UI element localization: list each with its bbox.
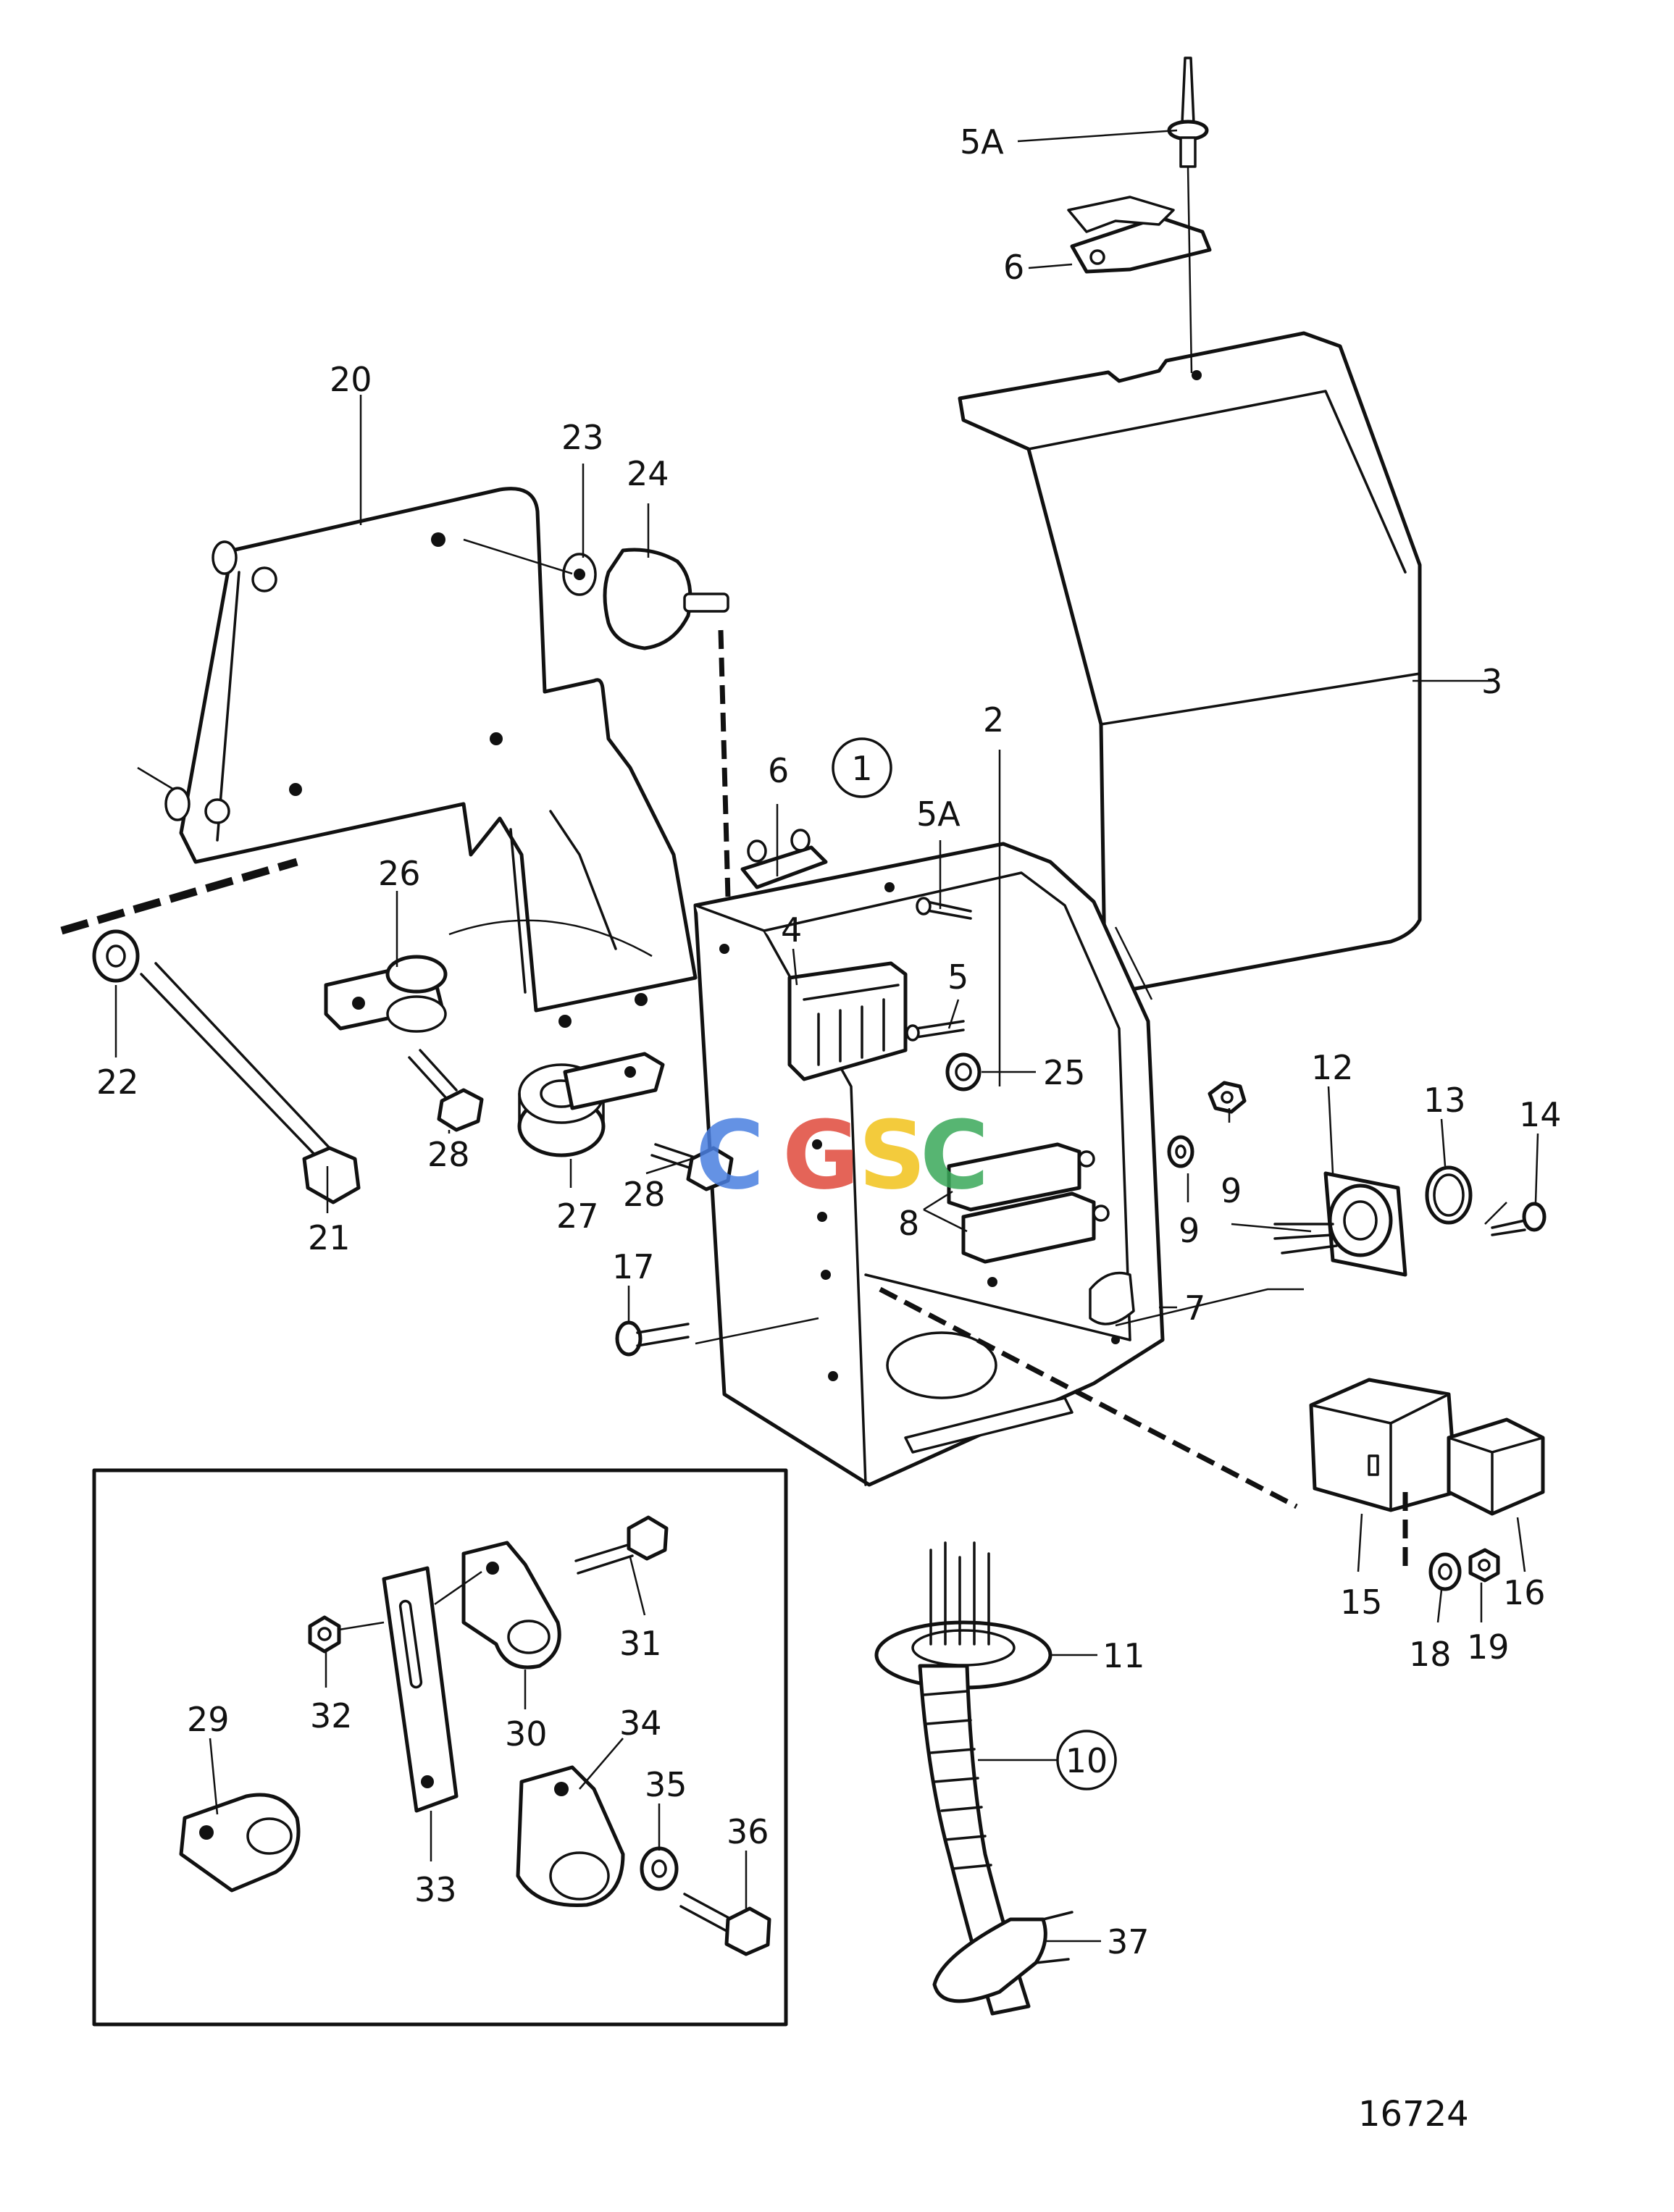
clamp-34 xyxy=(516,1765,625,1907)
watermark-letter-s: S xyxy=(858,1100,926,1210)
mounting-plate-20 xyxy=(164,487,698,1028)
label-4: 4 xyxy=(781,910,802,950)
label-22: 22 xyxy=(96,1063,139,1102)
label-19: 19 xyxy=(1467,1627,1510,1667)
label-16: 16 xyxy=(1503,1573,1546,1612)
label-6-mid: 6 xyxy=(768,751,789,790)
strap-33 xyxy=(382,1566,459,1813)
latch-6-top xyxy=(1067,196,1212,274)
label-5a-top: 5A xyxy=(960,122,1004,162)
part-labels: 5A 6 20 23 24 3 1 2 6 5A 4 5 25 26 22 28… xyxy=(96,122,1562,1961)
bolt-36 xyxy=(679,1893,771,1956)
relays-8 xyxy=(947,1142,1110,1264)
fuse-holder-15 xyxy=(1309,1378,1458,1512)
washer-35 xyxy=(640,1846,679,1891)
label-31: 31 xyxy=(619,1624,662,1663)
callout-circle-10 xyxy=(1056,1730,1117,1790)
screw-28-right xyxy=(650,1143,734,1191)
label-5: 5 xyxy=(947,958,968,997)
bolt-21 xyxy=(140,962,361,1205)
washer-18 xyxy=(1428,1552,1462,1591)
label-leaders xyxy=(114,129,1539,1943)
label-9-top: 9 xyxy=(1221,1171,1242,1210)
label-26: 26 xyxy=(378,854,421,893)
clamp-29 xyxy=(179,1793,301,1893)
screw-17 xyxy=(615,1320,690,1357)
relay-16 xyxy=(1447,1417,1545,1516)
nut-32 xyxy=(308,1615,341,1654)
label-13: 13 xyxy=(1423,1081,1466,1120)
label-7: 7 xyxy=(1184,1289,1205,1328)
washer-9-bottom xyxy=(1167,1135,1194,1168)
bolt-31 xyxy=(574,1515,669,1575)
clamp-plate-27 xyxy=(563,1052,665,1110)
label-8: 8 xyxy=(898,1204,919,1243)
label-29: 29 xyxy=(187,1700,230,1739)
drawing-number: 16724 xyxy=(1358,2094,1469,2135)
label-28-right: 28 xyxy=(623,1175,666,1214)
label-20: 20 xyxy=(330,360,372,399)
label-35: 35 xyxy=(645,1765,687,1804)
label-23: 23 xyxy=(561,418,604,457)
cover-3 xyxy=(958,331,1422,994)
connector-12 xyxy=(1273,1171,1407,1277)
label-14: 14 xyxy=(1519,1095,1562,1134)
cable-tie-37 xyxy=(932,1911,1074,2003)
inset-clamp-options xyxy=(92,1468,788,2027)
label-36: 36 xyxy=(727,1812,769,1851)
label-37: 37 xyxy=(1107,1922,1150,1961)
label-9-bottom: 9 xyxy=(1179,1211,1200,1250)
rivet-5a-mid xyxy=(916,897,972,920)
nut-19 xyxy=(1468,1548,1500,1583)
label-33: 33 xyxy=(414,1870,457,1909)
o-ring-13 xyxy=(1425,1165,1473,1225)
watermark: C G S C xyxy=(695,1100,989,1210)
watermark-letter-c1: C xyxy=(695,1100,764,1210)
washer-22 xyxy=(92,929,140,983)
label-2: 2 xyxy=(983,700,1004,740)
label-15: 15 xyxy=(1340,1583,1383,1622)
clamp-26 xyxy=(324,955,448,1033)
label-21: 21 xyxy=(308,1218,351,1257)
label-27: 27 xyxy=(556,1197,599,1236)
label-11: 11 xyxy=(1102,1636,1145,1675)
rivet-5a-top xyxy=(1167,56,1209,168)
label-1: 1 xyxy=(851,749,872,788)
label-3: 3 xyxy=(1481,662,1502,701)
label-6-top: 6 xyxy=(1003,248,1024,287)
grommet-25 xyxy=(945,1052,982,1092)
terminal-block-4 xyxy=(787,961,908,1081)
assembly-lines xyxy=(60,166,1507,1568)
nut-9-top xyxy=(1208,1081,1247,1114)
label-32: 32 xyxy=(310,1696,353,1735)
screw-5 xyxy=(905,1020,965,1042)
label-28-left: 28 xyxy=(427,1135,470,1174)
label-17: 17 xyxy=(612,1247,655,1286)
label-5a-mid: 5A xyxy=(916,795,961,834)
screw-14 xyxy=(1491,1202,1547,1236)
buffer-24 xyxy=(562,548,729,650)
label-30: 30 xyxy=(505,1714,548,1754)
label-10: 10 xyxy=(1066,1741,1108,1780)
label-18: 18 xyxy=(1409,1635,1452,1674)
label-25: 25 xyxy=(1043,1053,1086,1092)
watermark-letter-g: G xyxy=(782,1100,860,1210)
clamp-30 xyxy=(461,1541,561,1670)
label-12: 12 xyxy=(1311,1048,1354,1087)
label-24: 24 xyxy=(627,454,669,493)
label-34: 34 xyxy=(619,1704,662,1743)
latch-6-mid xyxy=(740,829,828,889)
watermark-letter-c2: C xyxy=(920,1100,989,1210)
screw-28-left xyxy=(408,1049,484,1132)
callout-circle-1 xyxy=(832,737,892,798)
